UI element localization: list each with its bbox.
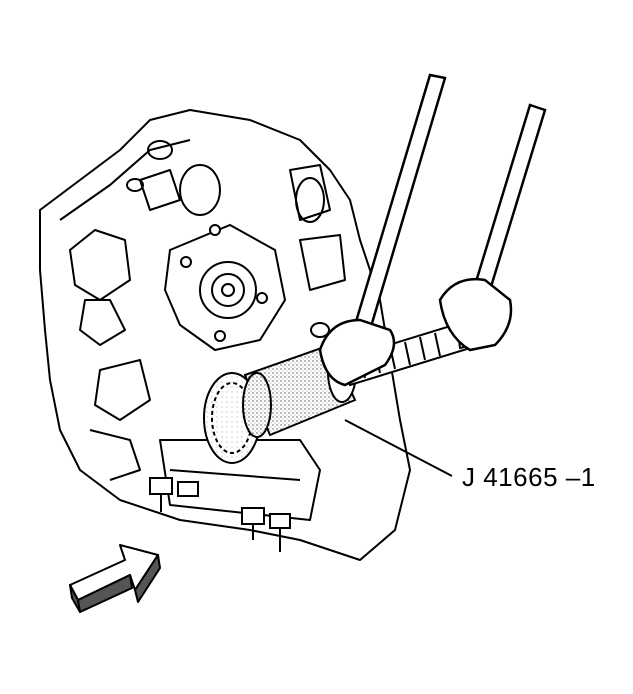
view-direction-arrow-icon	[69, 544, 161, 613]
oil-pump-plate	[163, 223, 287, 352]
wrench-right	[438, 103, 547, 352]
wrench-left	[318, 73, 447, 387]
callout-leader	[344, 419, 453, 477]
pan-bolts	[149, 477, 291, 552]
tool-callout-label: J 41665 –1	[462, 462, 596, 492]
